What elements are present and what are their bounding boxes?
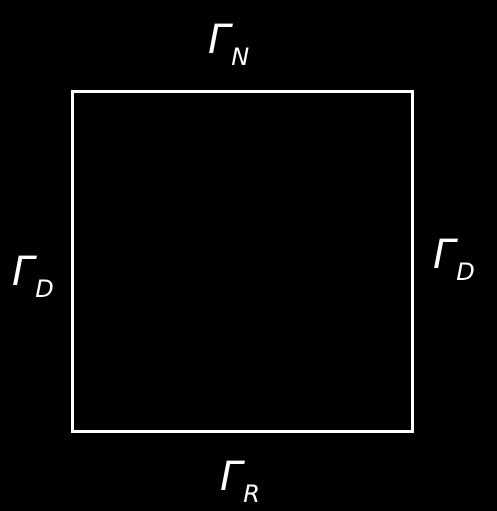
boundary-symbol-bottom: Γ [220, 454, 243, 500]
boundary-label-right: ΓD [433, 232, 475, 284]
boundary-subscript-bottom: R [243, 480, 260, 508]
boundary-subscript-right: D [456, 258, 475, 286]
boundary-label-left: ΓD [12, 249, 54, 301]
boundary-label-bottom: ΓR [220, 454, 260, 506]
boundary-subscript-top: N [231, 43, 250, 71]
boundary-label-top: ΓN [208, 17, 249, 69]
boundary-symbol-left: Γ [12, 249, 35, 295]
boundary-symbol-top: Γ [208, 17, 231, 63]
domain-square [71, 90, 414, 433]
boundary-symbol-right: Γ [433, 232, 456, 278]
boundary-subscript-left: D [35, 275, 54, 303]
